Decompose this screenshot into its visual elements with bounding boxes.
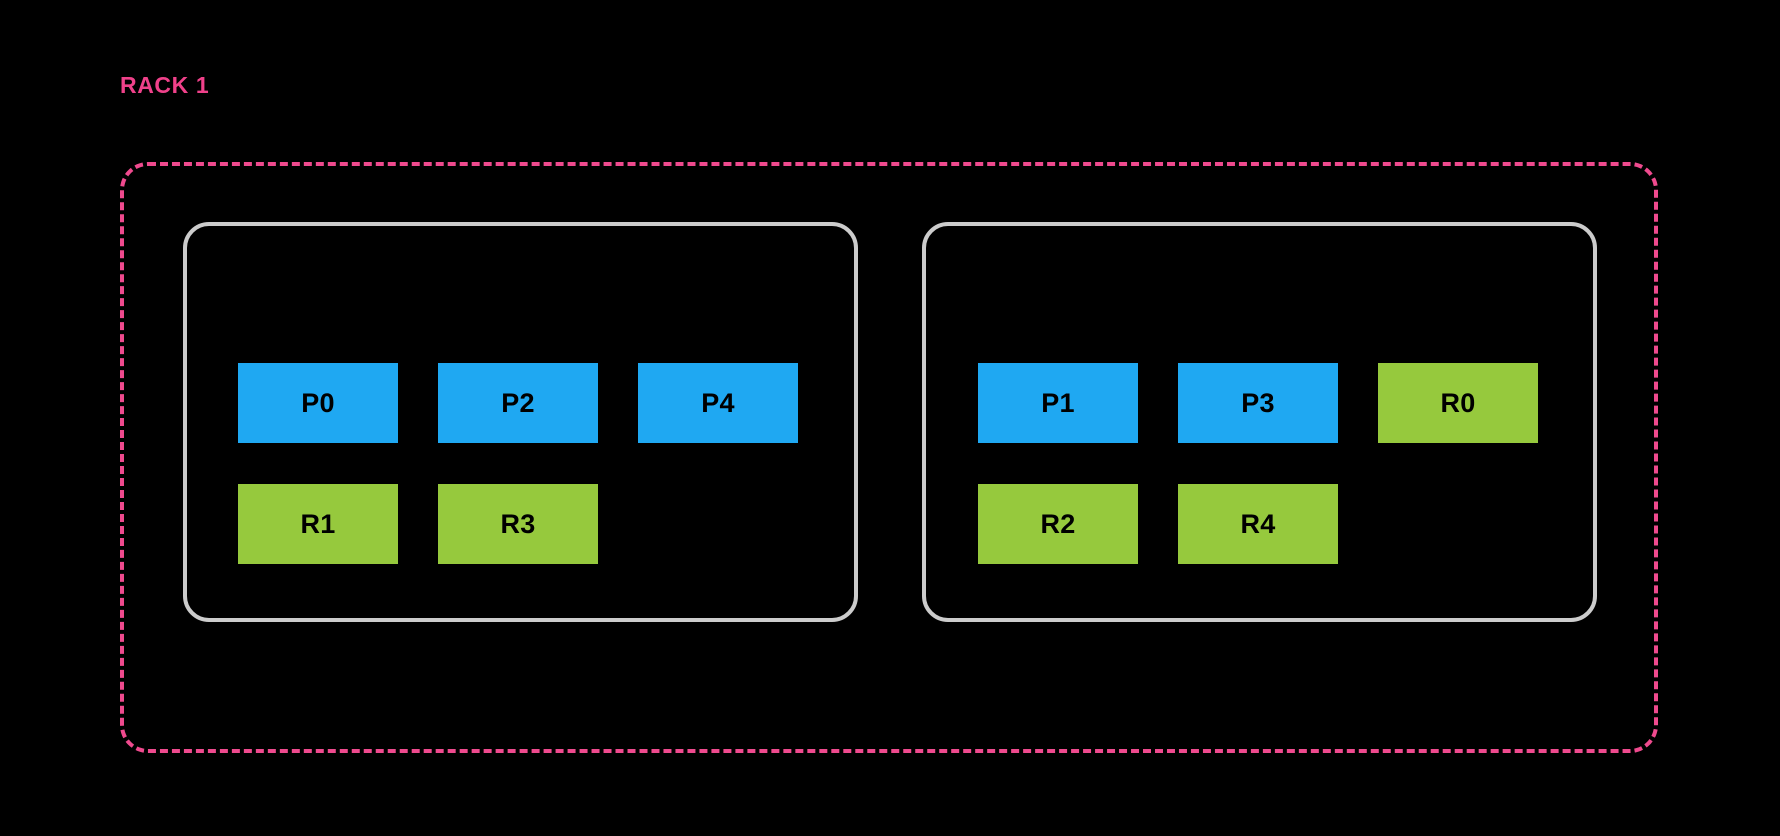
chip-r3[interactable]: R3 — [438, 484, 598, 564]
node-container-left — [183, 222, 858, 622]
node-container-right — [922, 222, 1597, 622]
chip-r4[interactable]: R4 — [1178, 484, 1338, 564]
chip-p2[interactable]: P2 — [438, 363, 598, 443]
chip-r0[interactable]: R0 — [1378, 363, 1538, 443]
rack-label: RACK 1 — [120, 72, 210, 98]
chip-p3[interactable]: P3 — [1178, 363, 1338, 443]
chip-r2[interactable]: R2 — [978, 484, 1138, 564]
chip-p0[interactable]: P0 — [238, 363, 398, 443]
chip-p4[interactable]: P4 — [638, 363, 798, 443]
chip-p1[interactable]: P1 — [978, 363, 1138, 443]
rack-boundary — [120, 162, 1658, 753]
chip-r1[interactable]: R1 — [238, 484, 398, 564]
